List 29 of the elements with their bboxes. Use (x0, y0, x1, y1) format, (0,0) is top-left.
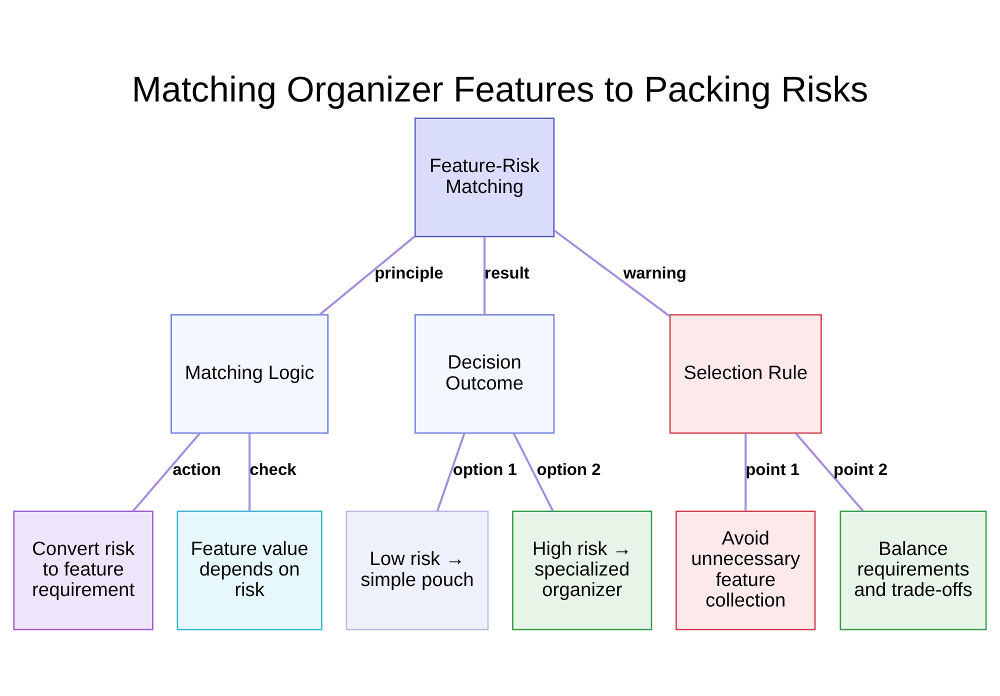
edge-label: point 1 (746, 460, 800, 479)
connector (318, 235, 416, 316)
edge-label: check (250, 460, 296, 479)
diagram-title: Matching Organizer Features to Packing Risks (132, 69, 868, 110)
edge-label: point 2 (834, 460, 888, 479)
edge-label: option 2 (536, 460, 601, 479)
connector (795, 432, 864, 512)
edge-label: option 1 (452, 460, 517, 479)
edge-label: action (172, 460, 222, 479)
edge-label: warning (623, 264, 686, 282)
node-box: Balance requirements and trade-offs (840, 510, 987, 630)
connector (554, 229, 671, 317)
node-box: Low risk → simple pouch (346, 510, 489, 630)
node-box: Avoid unnecessary feature collection (676, 510, 816, 630)
connector (132, 432, 200, 512)
node-box: Selection Rule (669, 314, 822, 434)
node-box: Feature value depends on risk (176, 510, 322, 630)
node-box: Convert risk to feature requirement (13, 510, 154, 630)
node-box: Feature-Risk Matching (414, 117, 555, 237)
node-box: Decision Outcome (414, 314, 555, 434)
connector (484, 236, 486, 314)
connector (744, 432, 747, 510)
node-box: High risk → specialized organizer (512, 510, 652, 630)
connector (436, 432, 466, 511)
connector (248, 432, 251, 510)
edge-label: principle (374, 264, 444, 282)
edge-label: result (484, 264, 530, 282)
connector (512, 432, 554, 511)
node-box: Matching Logic (170, 314, 329, 434)
